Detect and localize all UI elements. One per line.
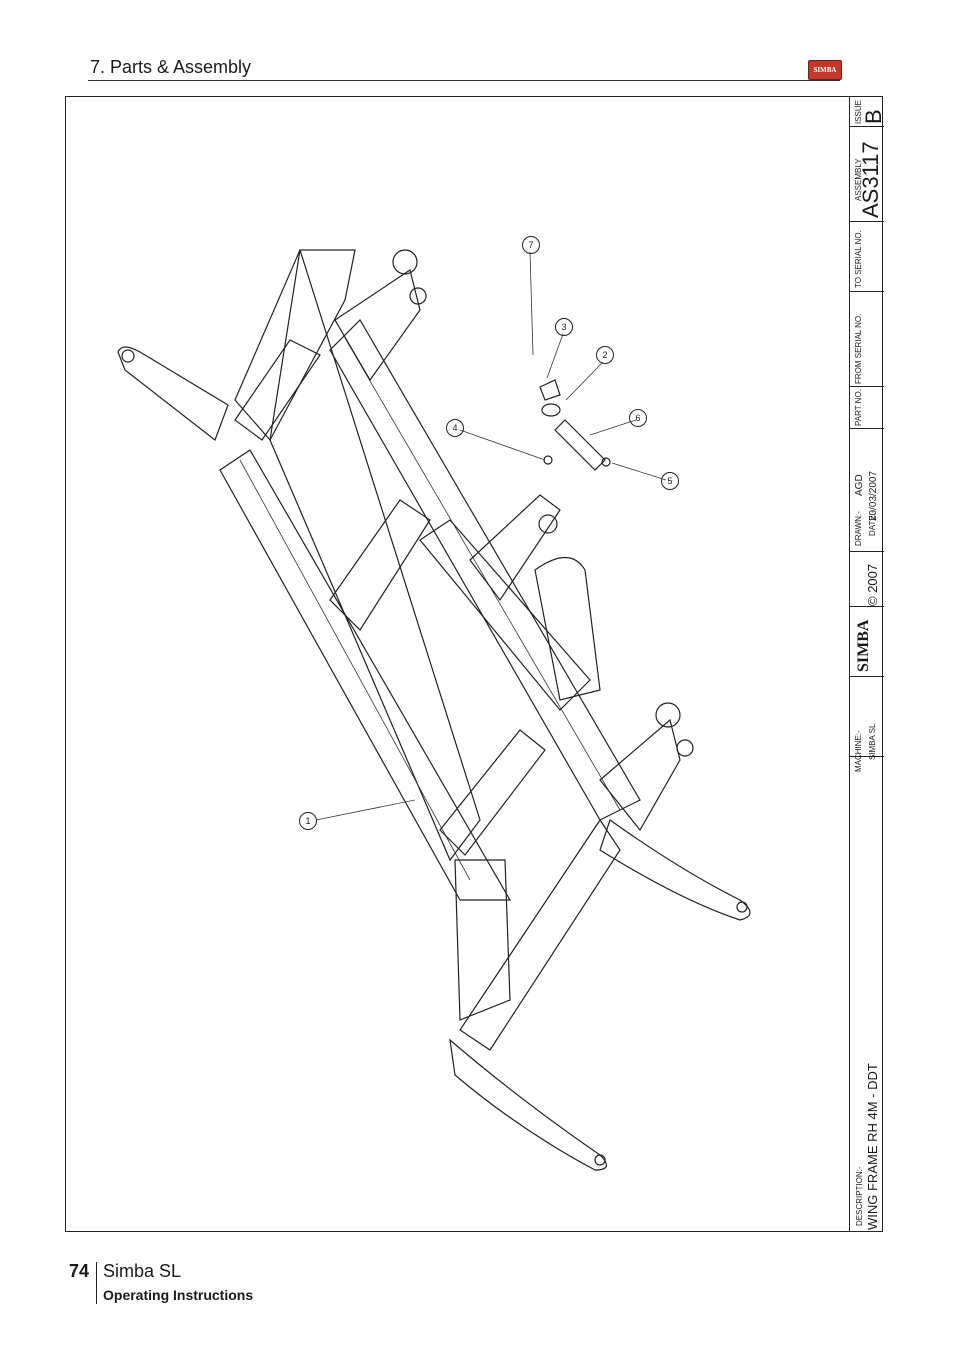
page-number: 74 xyxy=(69,1261,90,1281)
brand-logo: SIMBA xyxy=(855,619,872,672)
description-label: DESCRIPTION:- xyxy=(855,1166,864,1226)
machine-label: MACHINE:- xyxy=(854,730,863,772)
part-no-label: PART NO. xyxy=(854,389,863,426)
machine-value: SIMBA SL xyxy=(868,723,877,760)
drawn-value: AGD xyxy=(854,474,865,496)
date-value: 20/03/2007 xyxy=(868,470,879,521)
balloon-5: 5 xyxy=(661,472,679,490)
to-serial-label: TO SERIAL NO. xyxy=(854,230,863,288)
drawing-frame xyxy=(65,96,883,1232)
issue-value: B xyxy=(861,109,886,124)
header-divider xyxy=(88,80,840,81)
description-value: WING FRAME RH 4M - DDT xyxy=(865,1063,880,1230)
balloon-1: 1 xyxy=(299,812,317,830)
drawn-label: DRAWN:- xyxy=(854,511,863,546)
from-serial-label: FROM SERIAL NO. xyxy=(854,313,863,384)
copyright: © 2007 xyxy=(865,563,880,606)
balloon-6: 6 xyxy=(629,409,647,427)
balloon-2: 2 xyxy=(596,346,614,364)
footer-model: Simba SL xyxy=(103,1261,182,1281)
section-title: 7. Parts & Assembly xyxy=(90,57,252,77)
balloon-4: 4 xyxy=(446,419,464,437)
balloon-7: 7 xyxy=(522,236,540,254)
balloon-3: 3 xyxy=(555,318,573,336)
footer-divider xyxy=(96,1262,97,1304)
title-block: ISSUE B ASSEMBLY AS3117 TO SERIAL NO. FR… xyxy=(849,96,886,1232)
assembly-value: AS3117 xyxy=(858,141,883,218)
simba-logo: SIMBA xyxy=(808,60,842,80)
footer-subtitle: Operating Instructions xyxy=(103,1287,254,1303)
